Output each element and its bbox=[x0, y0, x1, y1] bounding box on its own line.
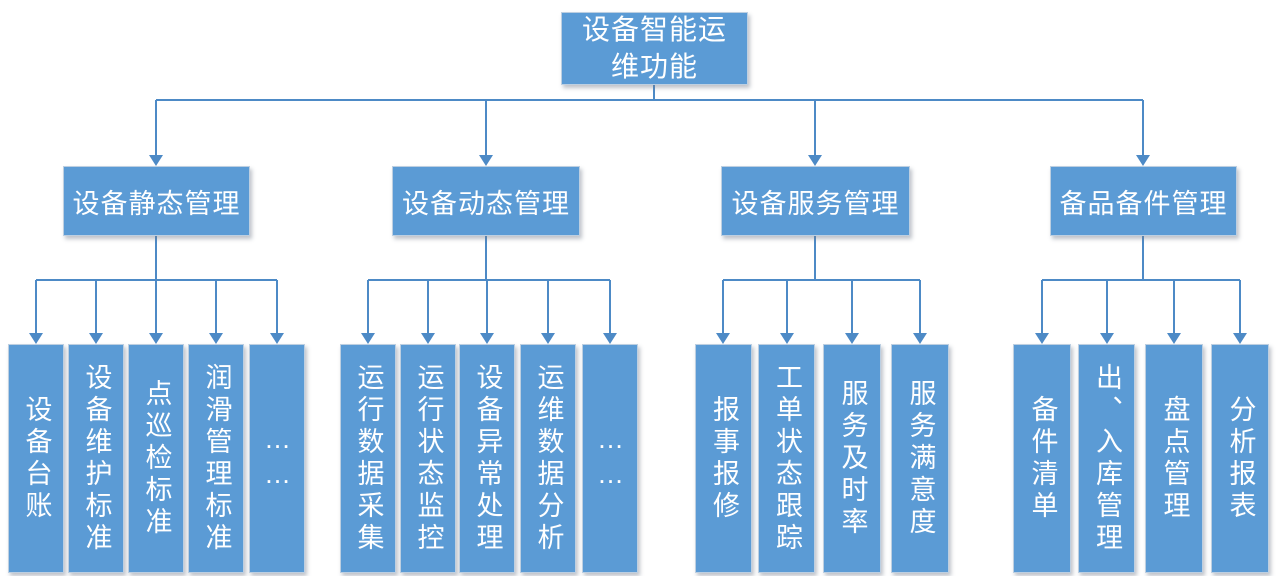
node-leaf: 工单状态跟踪 bbox=[758, 344, 815, 573]
leaf-label: …… bbox=[262, 423, 293, 494]
node-leaf: 服务满意度 bbox=[891, 344, 949, 573]
leaf-label: 运行状态监控 bbox=[413, 362, 444, 555]
leaf-label: 盘点管理 bbox=[1159, 394, 1190, 523]
node-leaf: 出、入库管理 bbox=[1078, 344, 1135, 573]
node-root: 设备智能运 维功能 bbox=[561, 12, 748, 85]
node-leaf: 运维数据分析 bbox=[520, 344, 576, 573]
leaf-label: 设备维护标准 bbox=[81, 362, 112, 555]
node-leaf: 分析报表 bbox=[1211, 344, 1269, 573]
leaf-label: …… bbox=[595, 423, 626, 494]
node-leaf: 设备维护标准 bbox=[68, 344, 124, 573]
leaf-label: 服务及时率 bbox=[837, 378, 868, 539]
node-leaf: 备件清单 bbox=[1013, 344, 1071, 573]
node-leaf-ellipsis: …… bbox=[249, 344, 305, 573]
leaf-label: 点巡检标准 bbox=[141, 378, 172, 539]
node-leaf: 盘点管理 bbox=[1145, 344, 1203, 573]
leaf-label: 分析报表 bbox=[1225, 394, 1256, 523]
node-leaf: 运行数据采集 bbox=[340, 344, 396, 573]
node-branch-dynamic-mgmt: 设备动态管理 bbox=[392, 166, 580, 236]
node-leaf: 点巡检标准 bbox=[128, 344, 184, 573]
leaf-label: 出、入库管理 bbox=[1092, 362, 1122, 555]
leaf-label: 运维数据分析 bbox=[533, 362, 564, 555]
node-leaf: 设备台账 bbox=[8, 344, 64, 573]
leaf-label: 运行数据采集 bbox=[353, 362, 384, 555]
node-branch-static-mgmt: 设备静态管理 bbox=[63, 166, 250, 236]
leaf-label: 润滑管理标准 bbox=[201, 362, 232, 555]
leaf-label: 设备台账 bbox=[21, 394, 52, 523]
node-leaf: 运行状态监控 bbox=[400, 344, 456, 573]
node-branch-spare-parts-mgmt: 备品备件管理 bbox=[1050, 166, 1237, 236]
node-leaf: 润滑管理标准 bbox=[188, 344, 244, 573]
node-leaf-ellipsis: …… bbox=[582, 344, 638, 573]
leaf-label: 设备异常处理 bbox=[472, 362, 503, 555]
leaf-label: 服务满意度 bbox=[905, 378, 936, 539]
node-branch-service-mgmt: 设备服务管理 bbox=[721, 166, 910, 236]
leaf-label: 工单状态跟踪 bbox=[772, 362, 802, 555]
node-leaf: 报事报修 bbox=[695, 344, 752, 573]
node-leaf: 设备异常处理 bbox=[459, 344, 515, 573]
leaf-label: 报事报修 bbox=[709, 394, 739, 523]
node-leaf: 服务及时率 bbox=[823, 344, 881, 573]
leaf-label: 备件清单 bbox=[1027, 394, 1058, 523]
